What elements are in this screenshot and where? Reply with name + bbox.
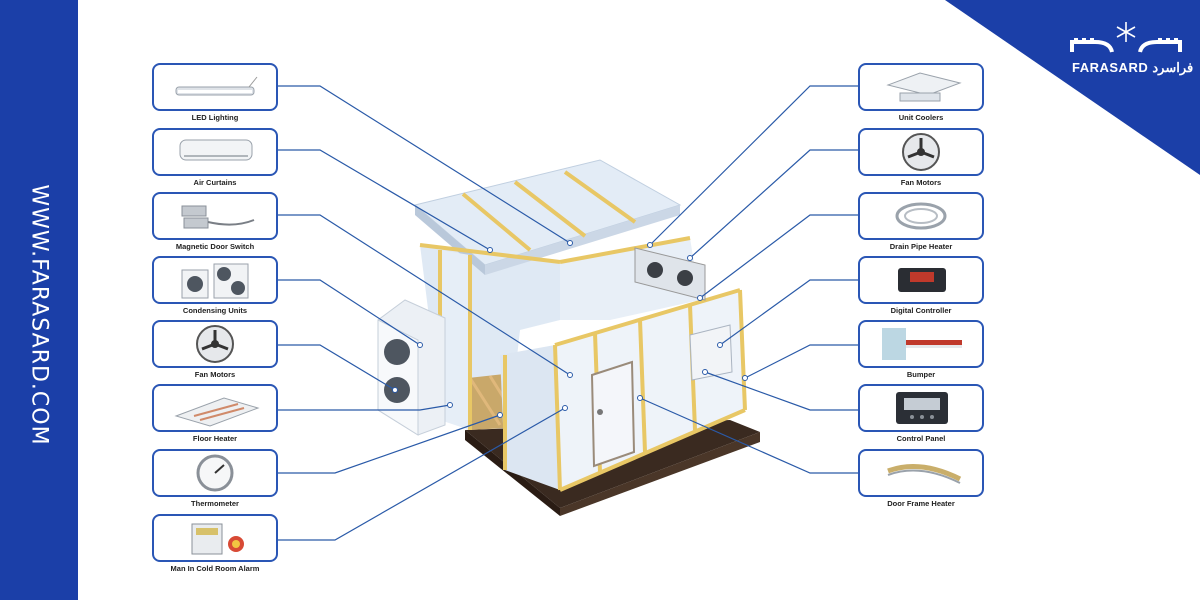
condensing-unit-icon [181,263,249,299]
alarm-icon [191,523,244,555]
cable-coil-icon [895,202,947,230]
door-switch-icon [181,205,255,229]
card-fan-motors-right[interactable] [858,128,984,176]
snowflake-icon [1116,22,1136,42]
card-digital-controller[interactable] [858,256,984,304]
label-digital-controller: Digital Controller [890,306,952,315]
floor-heater-icon [174,397,260,427]
label-condensing-units: Condensing Units [182,306,248,315]
front-left-wall [440,250,470,430]
logo-corner [945,0,1200,175]
heater-strip-icon [887,464,962,484]
leader-dots [392,240,748,418]
door [590,360,636,468]
front-wall-side [500,345,560,490]
control-panel-box [689,324,733,381]
card-thermometer[interactable] [152,449,278,497]
label-control-panel: Control Panel [896,434,946,443]
card-fan-motors-left[interactable] [152,320,278,368]
unit-cooler-icon [886,72,962,102]
fan-icon [902,133,940,171]
gear-arc-icon [1070,40,1182,53]
label-man-in-cold-room-alarm: Man In Cold Room Alarm [170,564,260,573]
control-panel-icon [896,392,948,424]
label-magnetic-door-switch: Magnetic Door Switch [175,242,255,251]
label-drain-pipe-heater: Drain Pipe Heater [889,242,953,251]
label-led-lighting: LED Lighting [191,113,239,122]
unit-cooler [634,247,706,301]
bumper-icon [882,328,962,360]
label-air-curtains: Air Curtains [193,178,237,187]
air-curtain-icon [179,139,253,161]
roof-beams [461,170,637,252]
card-floor-heater[interactable] [152,384,278,432]
card-magnetic-door-switch[interactable] [152,192,278,240]
card-control-panel[interactable] [858,384,984,432]
card-unit-coolers[interactable] [858,63,984,111]
card-man-in-cold-room-alarm[interactable] [152,514,278,562]
card-condensing-units[interactable] [152,256,278,304]
leader-lines [278,85,858,541]
fan-icon [196,325,234,363]
label-fan-motors-left: Fan Motors [194,370,236,379]
digital-controller-icon [898,268,946,292]
label-fan-motors-right: Fan Motors [900,178,942,187]
card-drain-pipe-heater[interactable] [858,192,984,240]
card-bumper[interactable] [858,320,984,368]
led-light-icon [175,76,258,96]
card-door-frame-heater[interactable] [858,449,984,497]
brand-sidebar: WWW.FARASARD.COM [0,0,78,600]
door-handle [597,409,603,415]
thermometer-icon [196,454,234,492]
label-floor-heater: Floor Heater [192,434,238,443]
card-air-curtains[interactable] [152,128,278,176]
label-bumper: Bumper [906,370,936,379]
label-thermometer: Thermometer [191,499,239,508]
label-door-frame-heater: Door Frame Heater [887,499,955,508]
condensing-unit [377,299,446,436]
card-led-lighting[interactable] [152,63,278,111]
logo-text[interactable]: FARASARD فراسرد [1072,60,1194,75]
label-unit-coolers: Unit Coolers [898,113,944,122]
